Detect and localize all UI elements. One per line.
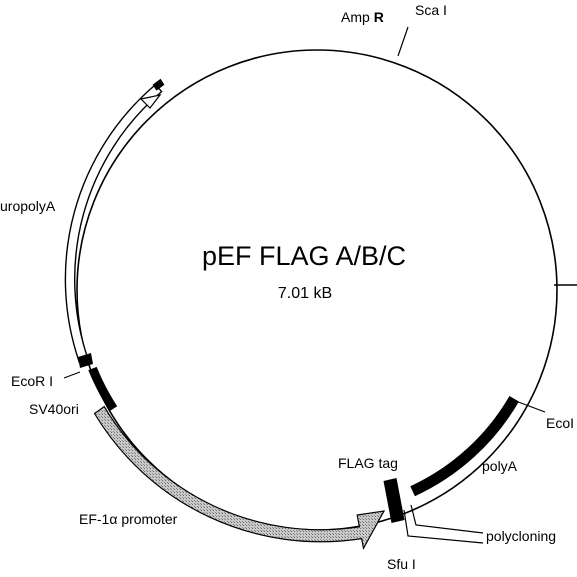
flag-tag-label: FLAG tag	[338, 455, 398, 471]
ecori-right-leader	[512, 399, 546, 413]
sfu-i-label: Sfu I	[387, 556, 416, 572]
polycloning-leader-lower	[403, 509, 484, 544]
sv40ori-label: SV40ori	[29, 401, 79, 417]
plasmid-size: 7.01 kB	[278, 285, 332, 302]
polycloning-leader-upper	[410, 504, 484, 534]
flag-tag-feature	[383, 478, 405, 523]
ef1a-promoter-label: EF-1α promoter	[79, 511, 178, 527]
europolya-feature	[64, 83, 163, 364]
polya-feature	[410, 395, 519, 497]
ef1a-promoter-feature	[93, 405, 386, 551]
plasmid-name: pEF FLAG A/B/C	[202, 241, 406, 271]
sca-i-label: Sca I	[415, 2, 447, 18]
ecor-i-left-label: EcoR I	[11, 373, 53, 389]
amp-r-label: Amp R	[341, 9, 384, 25]
polya-label: polyA	[482, 458, 518, 474]
ecori-left-cap	[78, 353, 93, 368]
polycloning-label: polycloning	[486, 528, 556, 544]
europolya-top-cap	[152, 78, 165, 91]
europolya-arrowhead	[139, 94, 162, 109]
ecori-left-leader	[63, 371, 81, 379]
ecor-i-right-label: EcoI	[546, 415, 574, 431]
sv40ori-feature	[88, 366, 118, 412]
scai-site-line	[397, 26, 409, 57]
europolya-label: uropolyA	[0, 198, 56, 214]
